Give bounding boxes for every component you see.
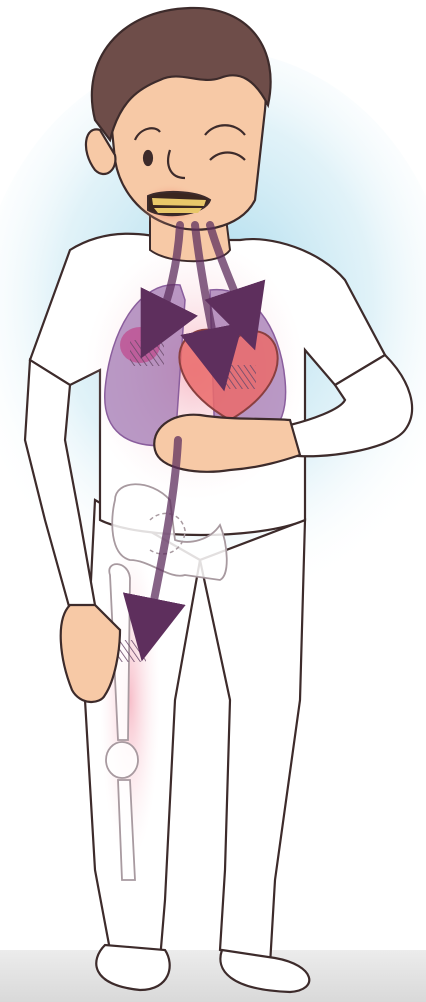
lung-hatch xyxy=(130,340,164,366)
heart-hatch xyxy=(222,365,256,389)
leg-hatch xyxy=(118,640,146,662)
